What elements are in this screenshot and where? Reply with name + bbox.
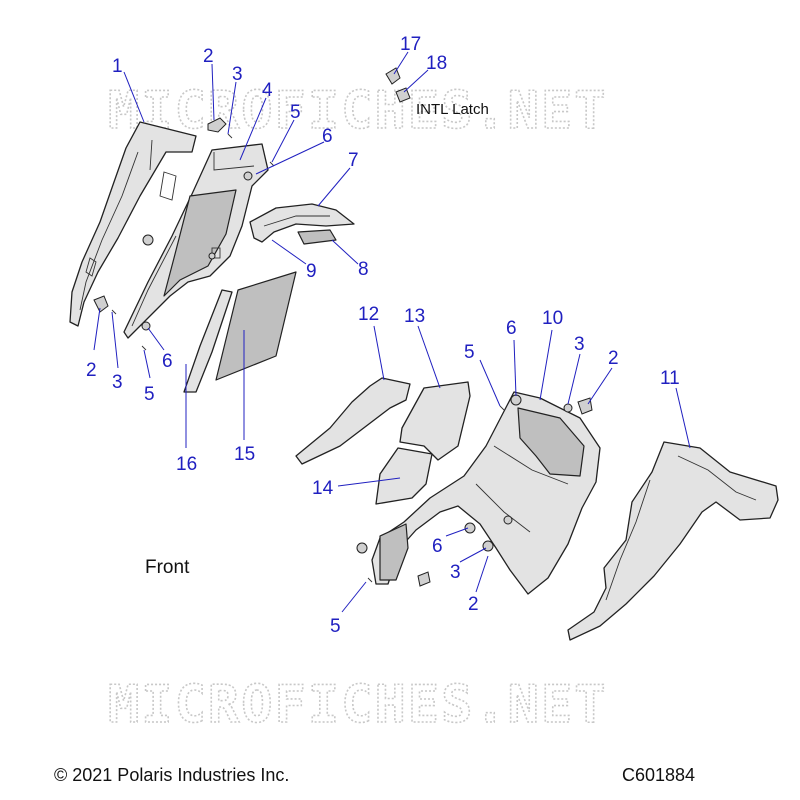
- callout-9: 9: [306, 261, 317, 282]
- callout-13: 13: [404, 306, 425, 327]
- callout-5: 5: [290, 102, 301, 123]
- side-pad-icon: [215, 271, 297, 381]
- callout-6: 6: [506, 318, 517, 339]
- callout-15: 15: [234, 444, 255, 465]
- callout-2: 2: [608, 348, 619, 369]
- fender-icon: [567, 441, 779, 641]
- callout-11: 11: [660, 368, 680, 389]
- vent-duct-icon: [249, 203, 355, 243]
- callout-3: 3: [232, 64, 243, 85]
- callout-3: 3: [112, 372, 123, 393]
- callout-3: 3: [574, 334, 585, 355]
- upper-trim-icon: [295, 377, 411, 465]
- watermark-top: MICROFICHES.NET: [108, 81, 608, 141]
- side-panel-icon: [69, 121, 197, 327]
- callout-2: 2: [86, 360, 97, 381]
- watermark-bottom: MICROFICHES.NET: [108, 675, 608, 735]
- copyright-text: © 2021 Polaris Industries Inc.: [54, 765, 289, 785]
- lower-pad-icon: [375, 447, 433, 505]
- callout-6: 6: [322, 126, 333, 147]
- callout-2: 2: [203, 46, 214, 67]
- fastener-icon: [356, 394, 593, 587]
- leader-lines: [93, 51, 691, 613]
- callout-5: 5: [144, 384, 155, 405]
- drawing-id: C601884: [622, 765, 695, 785]
- callout-2: 2: [468, 594, 479, 615]
- callout-8: 8: [358, 259, 369, 280]
- callout-numbers: 1 2 3 4 5 6 7 8 9 17 18 2 3 5 6 16 15 12…: [86, 34, 680, 637]
- callout-6: 6: [432, 536, 443, 557]
- trim-strip-icon: [183, 289, 233, 393]
- callout-6: 6: [162, 351, 173, 372]
- callout-16: 16: [176, 454, 197, 475]
- callout-18: 18: [426, 53, 447, 74]
- callout-5: 5: [330, 616, 341, 637]
- callout-14: 14: [312, 478, 334, 499]
- callout-1: 1: [112, 56, 123, 77]
- callout-4: 4: [262, 80, 273, 101]
- callout-10: 10: [542, 308, 563, 329]
- callout-12: 12: [358, 304, 379, 325]
- intl-latch-label: INTL Latch: [416, 101, 489, 118]
- center-panel-icon: [371, 391, 601, 595]
- callout-5: 5: [464, 342, 475, 363]
- inner-panel-icon: [123, 143, 269, 339]
- callout-3: 3: [450, 562, 461, 583]
- callout-17: 17: [400, 34, 421, 55]
- callout-7: 7: [348, 150, 359, 171]
- upper-pad-icon: [399, 381, 471, 461]
- front-label: Front: [145, 557, 190, 578]
- vent-bracket-icon: [297, 229, 337, 245]
